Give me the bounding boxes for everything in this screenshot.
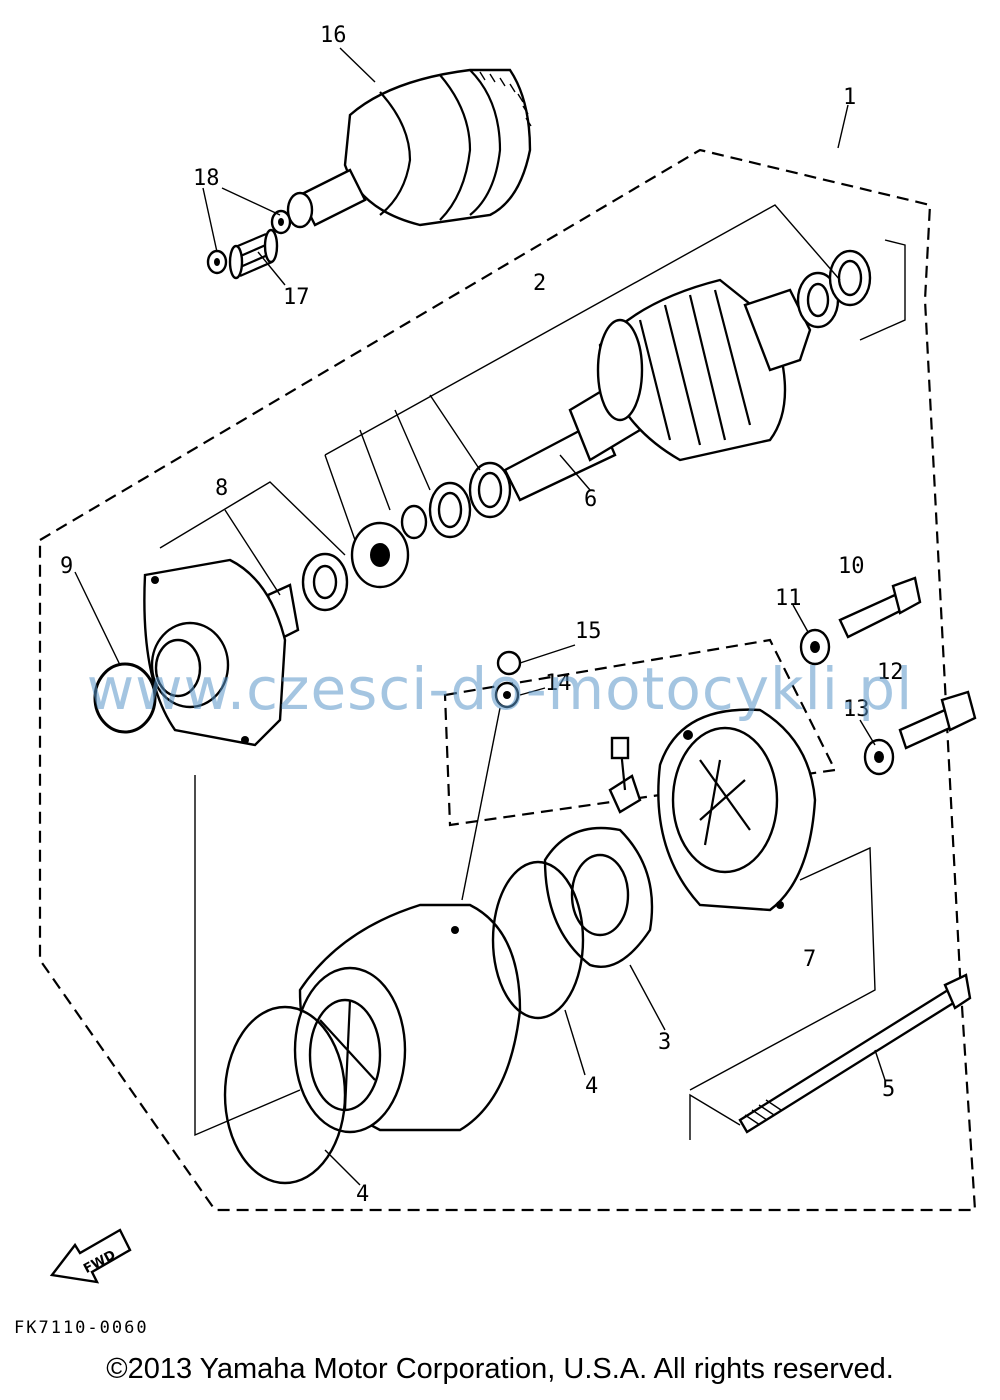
through-bolt-part-5 xyxy=(738,973,972,1134)
leader-part-13 xyxy=(859,719,876,746)
leader-part-8 xyxy=(159,481,346,596)
bracket-right xyxy=(859,239,906,341)
leader-part-7 xyxy=(689,846,876,1091)
callout-8: 8 xyxy=(215,476,228,501)
callout-4a: 4 xyxy=(585,1074,598,1099)
leader-part-5-label xyxy=(874,1049,886,1081)
watermark-text: www.czesci-do-motocykli.pl xyxy=(86,655,914,723)
o-ring-part-4-upper xyxy=(491,860,585,1020)
callout-7: 7 xyxy=(803,947,816,972)
rear-cover-part xyxy=(657,708,817,912)
starter-clutch-part xyxy=(286,68,532,229)
callout-4b: 4 xyxy=(356,1182,369,1207)
callout-5: 5 xyxy=(882,1077,895,1102)
callout-12: 12 xyxy=(877,660,904,685)
nut-parts-14-15 xyxy=(461,644,576,901)
leader-part-18 xyxy=(202,187,281,253)
callout-1: 1 xyxy=(843,85,856,110)
yoke-housing-part xyxy=(293,903,522,1134)
callout-18: 18 xyxy=(193,166,220,191)
callout-15: 15 xyxy=(575,619,602,644)
leader-part-17 xyxy=(257,251,286,286)
leader-part-4a xyxy=(564,1009,586,1076)
leader-part-16 xyxy=(339,47,376,83)
fwd-arrow-icon: FWD xyxy=(49,1228,132,1284)
callout-17: 17 xyxy=(283,285,310,310)
leader-part-6 xyxy=(559,454,591,491)
spring-and-washers xyxy=(206,209,292,280)
copyright-notice: ©2013 Yamaha Motor Corporation, U.S.A. A… xyxy=(106,1353,894,1385)
callout-11: 11 xyxy=(775,586,802,611)
leader-part-3 xyxy=(629,964,666,1031)
o-ring-part-9 xyxy=(93,662,157,734)
drawing-number: FK7110-0060 xyxy=(14,1318,149,1338)
leader-part-11 xyxy=(792,604,809,633)
brush-plate-part xyxy=(543,736,654,968)
callout-14: 14 xyxy=(545,671,572,696)
leader-part-9 xyxy=(74,571,121,666)
front-cover-part xyxy=(143,558,287,747)
lower-group-boundary xyxy=(194,775,301,1137)
callout-10: 10 xyxy=(838,554,865,579)
inner-group-boundary xyxy=(443,638,837,827)
leader-part-4b xyxy=(324,1149,361,1186)
callout-13: 13 xyxy=(843,697,870,722)
callout-2: 2 xyxy=(533,271,546,296)
leader-part-5 xyxy=(689,1093,741,1140)
bolts-part-10-12 xyxy=(799,576,977,776)
leader-part-2 xyxy=(324,204,841,541)
callout-9: 9 xyxy=(60,554,73,579)
shaft-rings xyxy=(266,249,872,642)
callout-3: 3 xyxy=(658,1030,671,1055)
armature-part xyxy=(503,278,812,502)
callout-6: 6 xyxy=(584,487,597,512)
o-ring-part-4-lower xyxy=(223,1005,347,1185)
callout-16: 16 xyxy=(320,23,347,48)
assembly-boundary xyxy=(38,148,977,1212)
leader-part-1 xyxy=(837,104,849,149)
